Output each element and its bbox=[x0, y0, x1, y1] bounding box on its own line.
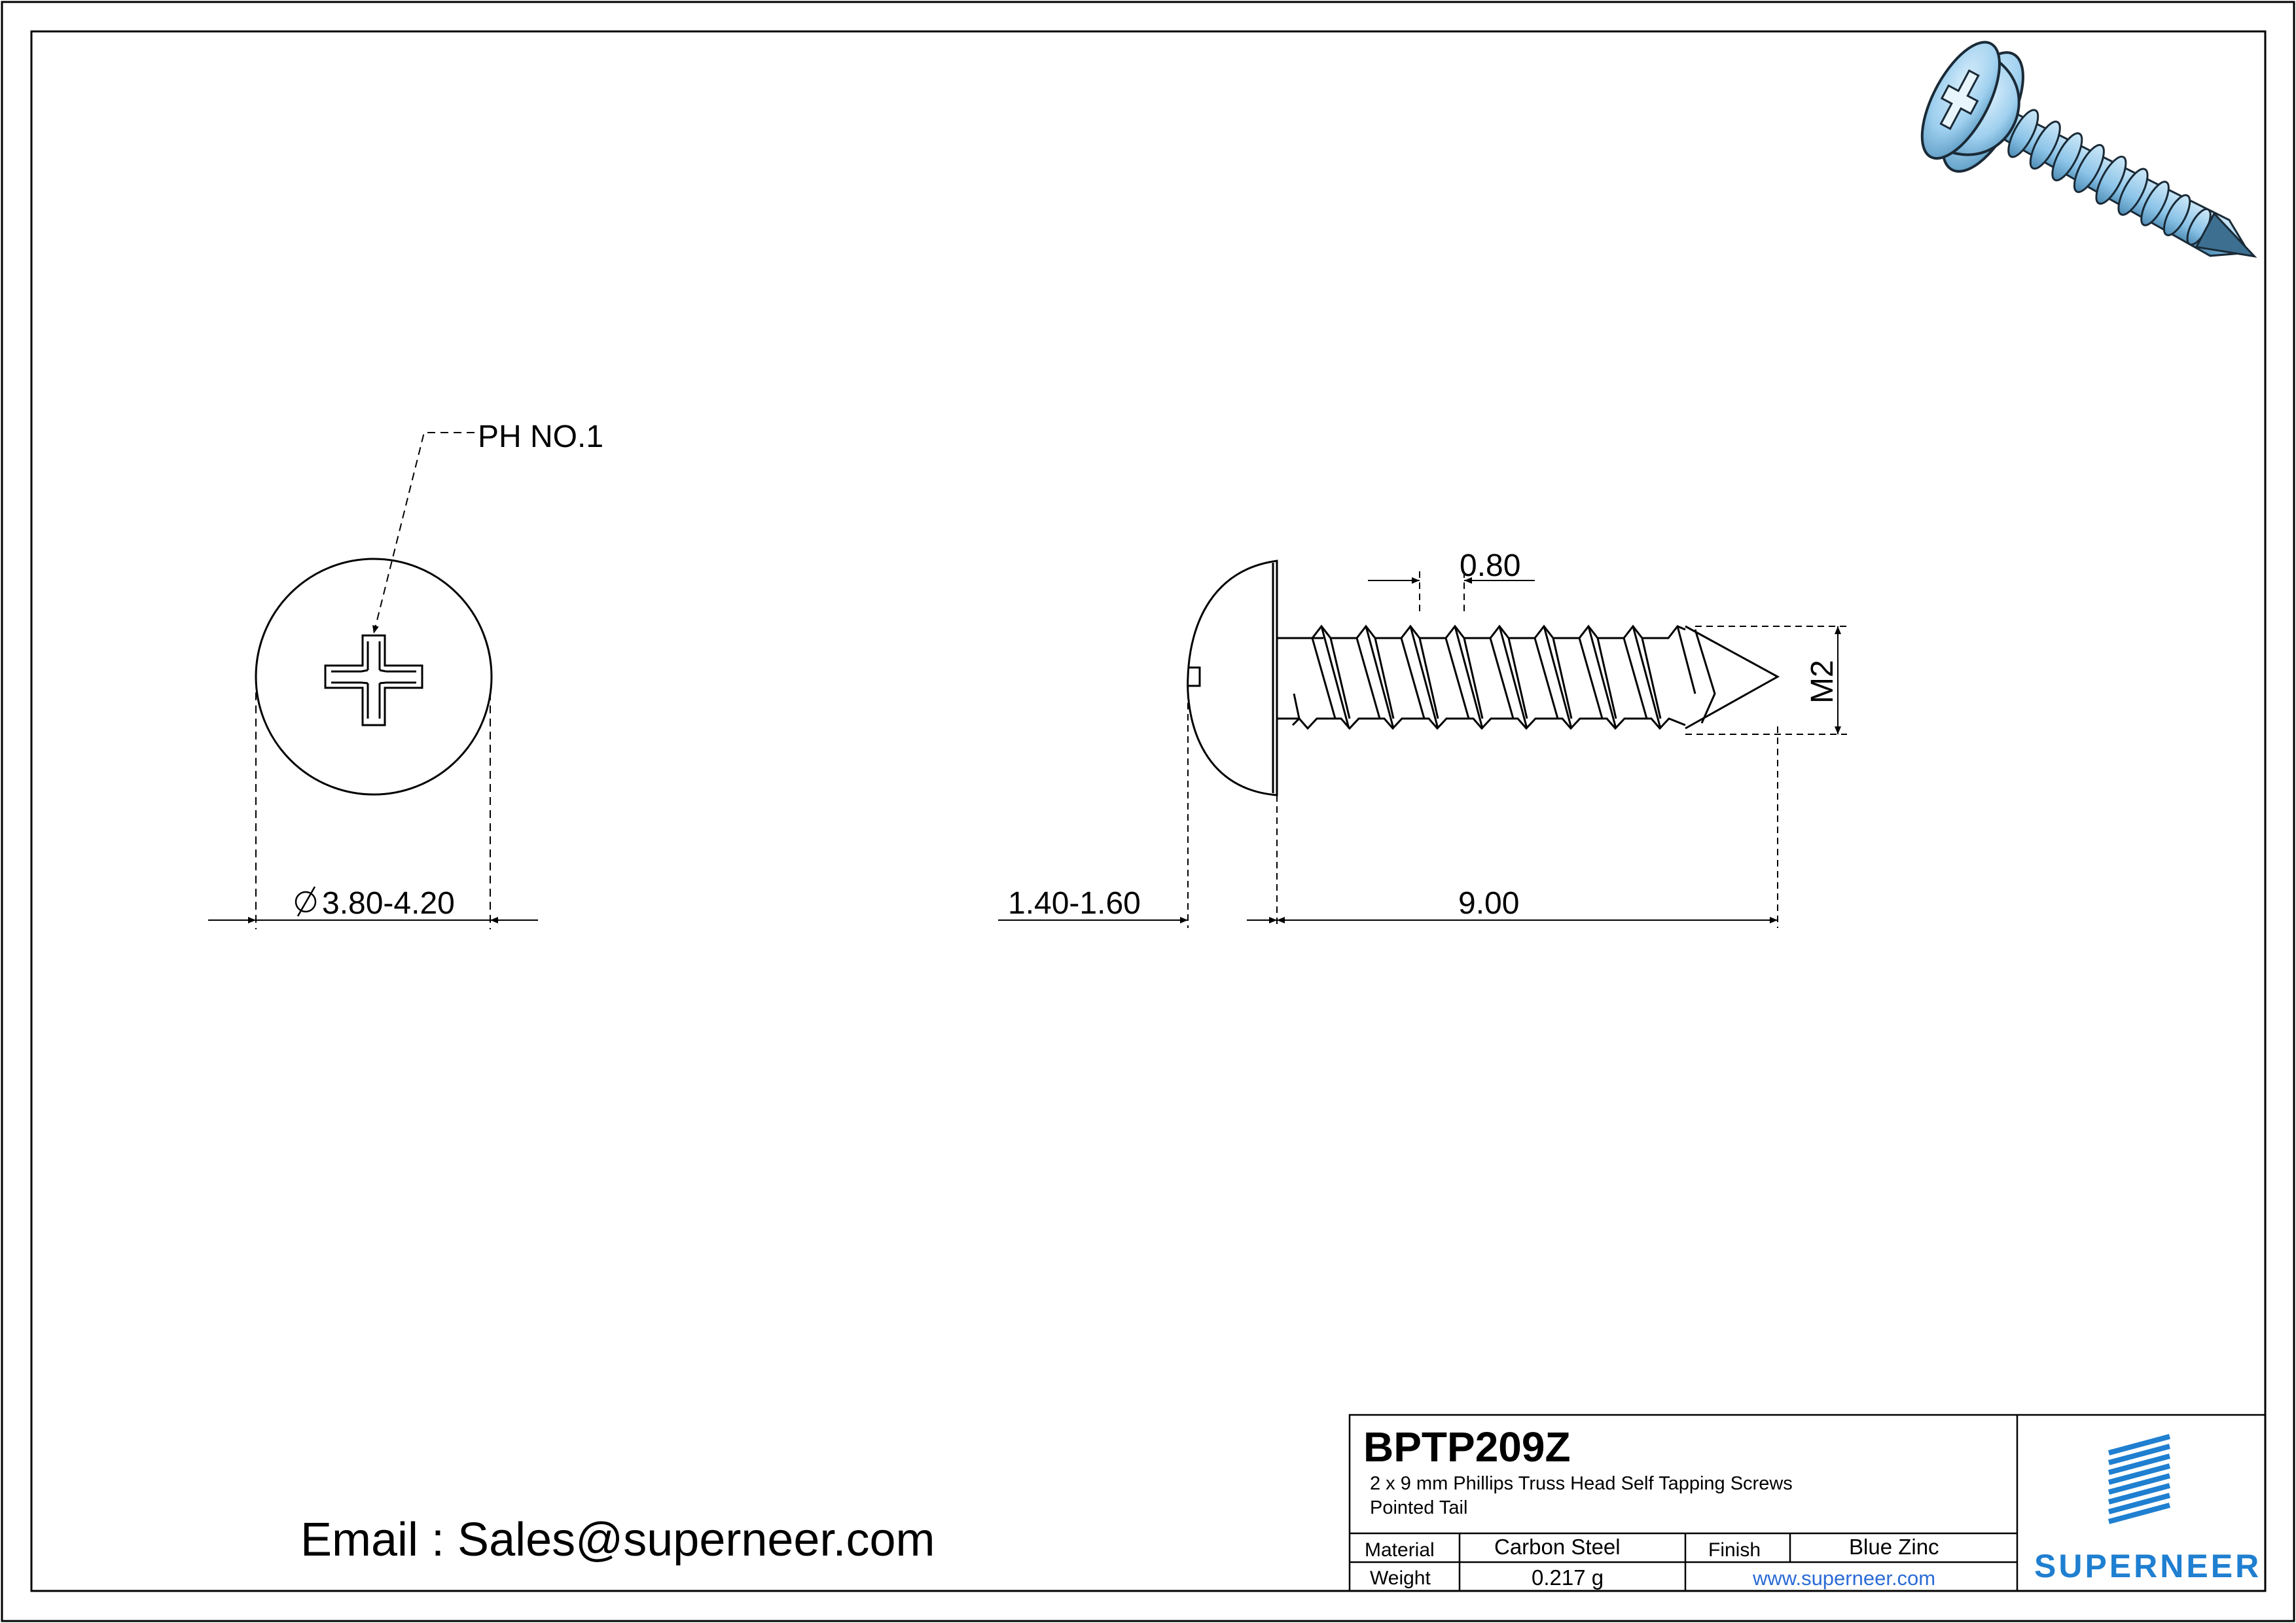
superneer-logo-icon bbox=[2108, 1434, 2171, 1524]
head-diameter-label: 3.80-4.20 bbox=[322, 886, 455, 921]
description-line1: 2 x 9 mm Phillips Truss Head Self Tappin… bbox=[1370, 1473, 1793, 1494]
material-label: Material bbox=[1365, 1539, 1435, 1561]
sheet-inner-border bbox=[30, 30, 2267, 1592]
length-label: 9.00 bbox=[1458, 886, 1519, 921]
pitch-dimension bbox=[1368, 571, 1535, 615]
brand-name: SUPERNEER bbox=[2034, 1548, 2261, 1584]
part-number: BPTP209Z bbox=[1363, 1423, 1571, 1471]
phillips-recess-icon bbox=[324, 634, 423, 726]
weight-label: Weight bbox=[1370, 1567, 1431, 1589]
head-top-view bbox=[255, 558, 493, 796]
thread-crests bbox=[1277, 624, 1696, 730]
head-diameter-dimension bbox=[208, 692, 538, 929]
material-value: Carbon Steel bbox=[1494, 1535, 1621, 1559]
website-link[interactable]: www.superneer.com bbox=[1752, 1567, 1935, 1590]
description-line2: Pointed Tail bbox=[1370, 1497, 1467, 1518]
pitch-label: 0.80 bbox=[1460, 548, 1520, 583]
phillips-callout: PH NO.1 bbox=[478, 419, 603, 454]
contact-email: Email : Sales@superneer.com bbox=[300, 1514, 935, 1566]
3d-phillips-recess-icon bbox=[1939, 69, 1980, 130]
phillips-leader bbox=[372, 432, 475, 634]
screw-side-view bbox=[1187, 560, 1780, 796]
length-dimensions bbox=[998, 681, 1778, 928]
title-block bbox=[1348, 1414, 2267, 1592]
thread-diameter-dimension bbox=[1685, 626, 1847, 735]
diameter-symbol-icon bbox=[295, 886, 317, 917]
thread-label: M2 bbox=[1805, 660, 1840, 704]
finish-label: Finish bbox=[1708, 1539, 1761, 1561]
svg-text:www.superneer.com: www.superneer.com bbox=[1752, 1567, 1935, 1590]
weight-value: 0.217 g bbox=[1532, 1565, 1604, 1590]
head-height-label: 1.40-1.60 bbox=[1008, 886, 1141, 921]
screw-3d-render bbox=[1920, 41, 2257, 258]
finish-value: Blue Zinc bbox=[1849, 1535, 1939, 1559]
